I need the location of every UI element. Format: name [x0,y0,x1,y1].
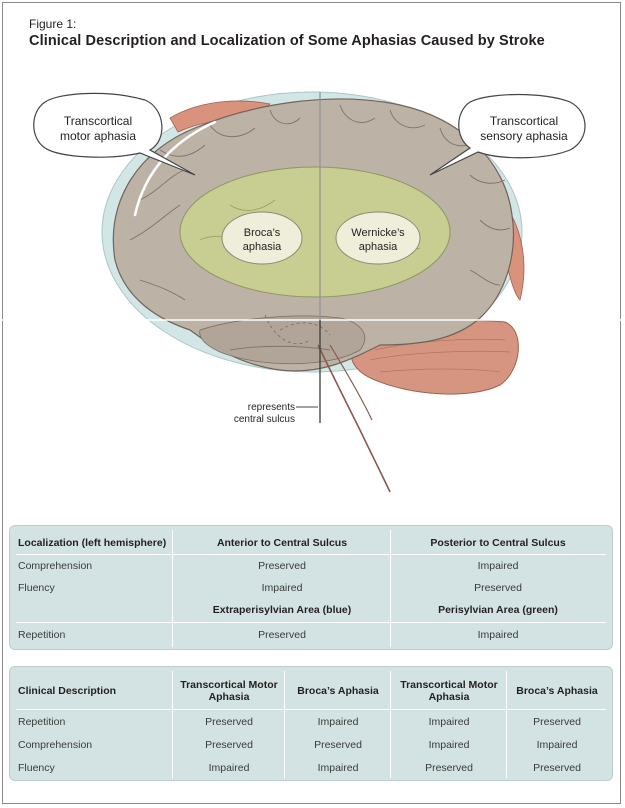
bubble-right-line-1: Transcortical [490,114,558,128]
sulcus-note-line-2: central sulcus [234,414,295,425]
table2-cell: Preserved [205,715,253,728]
bubble-transcortical-sensory [429,93,586,176]
table1-row-label: Repetition [18,629,66,641]
table2-cell: Impaired [317,761,359,774]
wernicke-label-1: Wernicke’s [351,227,405,239]
table1-cell: Impaired [477,560,519,572]
table2-cell: Preserved [205,738,253,751]
table2-cell: Impaired [208,761,250,774]
table2-header-clinical-description: Clinical Description [18,685,117,697]
wernicke-area [335,211,421,265]
table2-header-col: Transcortical Motor Aphasia [180,679,278,703]
clinical-description-table: Clinical Description Transcortical Motor… [9,666,613,781]
figure-title: Clinical Description and Localization of… [29,33,545,49]
table2-row-label: Fluency [18,761,55,774]
table1-subheader-perisylvian: Perisylvian Area (green) [438,604,558,616]
table2-row-label: Repetition [18,715,66,728]
wernicke-label-2: aphasia [359,241,398,253]
brain-diagram: Broca’s aphasia Wernicke’s aphasia Trans… [33,91,586,493]
table2-cell: Impaired [317,715,359,728]
brainstem [317,344,391,493]
table2-header-col: Broca’s Aphasia [516,685,598,697]
bubble-left-line-1: Transcortical [64,114,132,128]
table1-header-localization: Localization (left hemisphere) [18,537,167,549]
figure-label: Figure 1: [29,17,77,31]
broca-label-1: Broca’s [244,227,281,239]
table2-cell: Preserved [314,738,362,751]
bubble-transcortical-motor [33,92,196,176]
broca-label-2: aphasia [243,241,282,253]
table1-cell: Impaired [261,582,303,594]
table2-header-col: Transcortical Motor Aphasia [400,679,498,703]
table1-header-anterior: Anterior to Central Sulcus [216,537,348,549]
table2-cell: Impaired [428,738,470,751]
localization-table: Localization (left hemisphere) Anterior … [9,525,613,650]
table2-cell: Impaired [428,715,470,728]
table1-cell: Impaired [477,629,519,641]
table1-subheader-extraperisylvian: Extraperisylvian Area (blue) [212,604,352,616]
bubble-right-line-2: sensory aphasia [480,129,568,143]
table2-row-label: Comprehension [18,738,93,751]
table2-header-col: Broca’s Aphasia [297,685,379,697]
table1-header-posterior: Posterior to Central Sulcus [430,537,566,549]
table1-cell: Preserved [258,560,306,572]
perisylvian-oval [179,166,451,298]
sulcus-note-line-1: represents [248,402,295,413]
table1-row-label: Fluency [18,582,55,594]
table1-row-label: Comprehension [18,560,93,572]
table2-cell: Impaired [536,738,578,751]
bubble-left-line-2: motor aphasia [60,129,136,143]
table1-cell: Preserved [258,629,306,641]
broca-area [221,211,303,265]
table2-cell: Preserved [425,761,473,774]
table2-cell: Preserved [533,715,581,728]
table1-cell: Preserved [474,582,522,594]
table2-cell: Preserved [533,761,581,774]
